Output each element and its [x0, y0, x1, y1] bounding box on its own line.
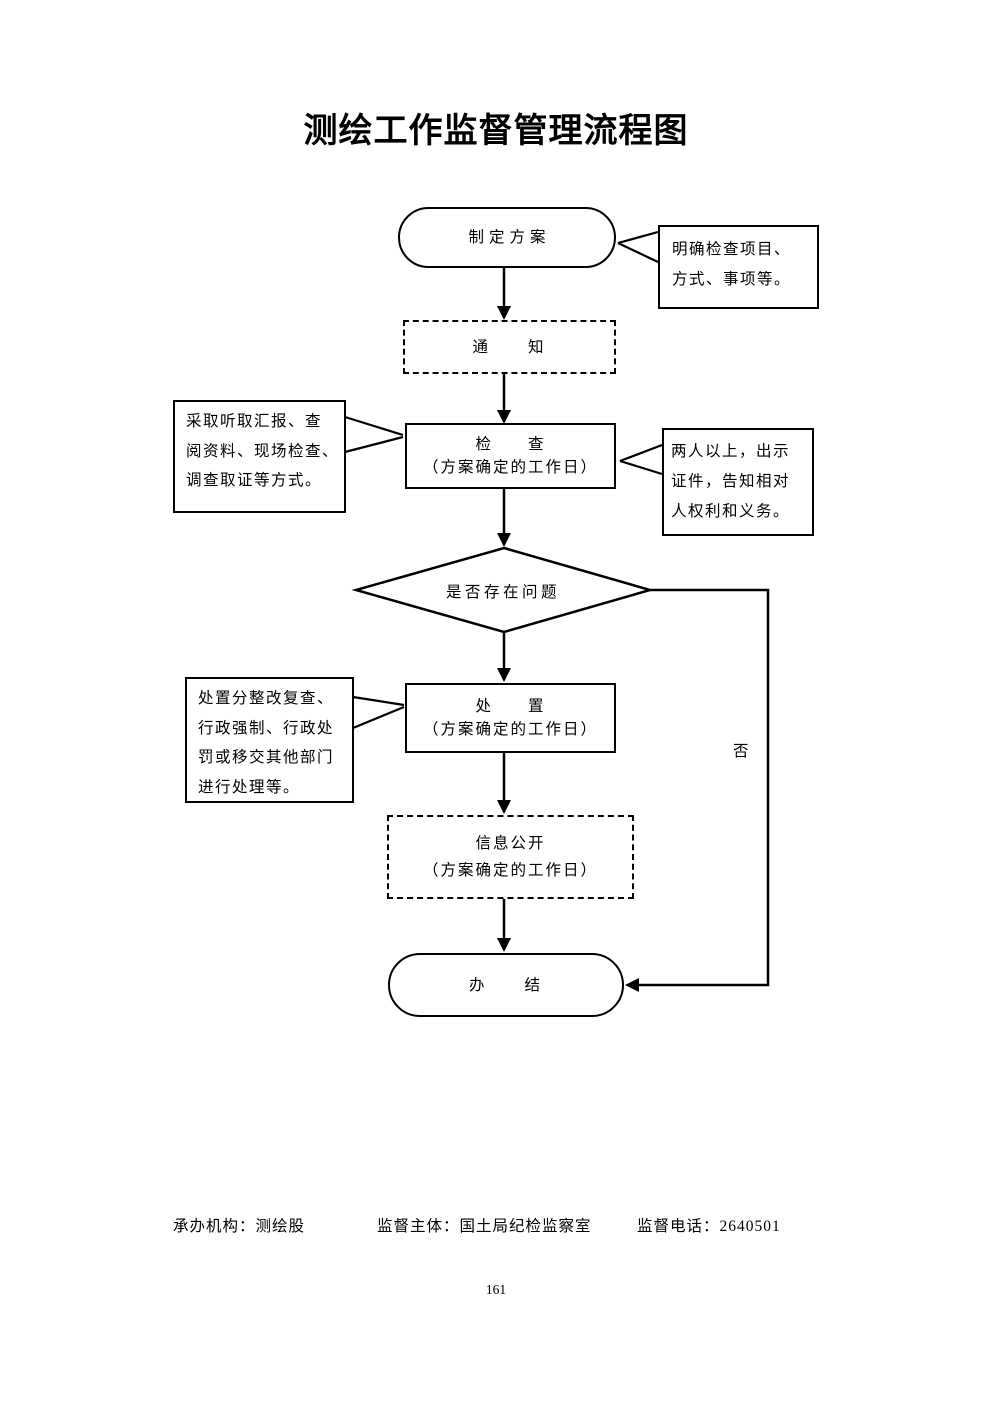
arrowhead-plan-to-notify — [497, 306, 511, 320]
footer-phone: 监督电话：2640501 — [637, 1218, 781, 1235]
callout-dispose-note-line: 行政强制、行政处 — [198, 719, 335, 737]
node-inspect-title: 检 查 — [475, 436, 546, 453]
footer-supervisor: 监督主体：国土局纪检监察室 — [377, 1218, 592, 1235]
callout-wedge-plan-note — [617, 230, 659, 263]
callout-inspect-rule-line: 两人以上，出示 — [671, 443, 791, 460]
callout-wedge-inspect-method — [344, 415, 404, 454]
page-number: 161 — [485, 1282, 507, 1297]
footer-agency: 承办机构：测绘股 — [173, 1218, 306, 1235]
node-notify: 通 知 — [403, 320, 616, 374]
node-dispose-title: 处 置 — [475, 698, 546, 715]
node-finish-label: 办 结 — [468, 976, 543, 994]
callout-dispose-note: 处置分整改复查、 行政强制、行政处 罚或移交其他部门 进行处理等。 — [185, 677, 354, 803]
node-inspect: 检 查 （方案确定的工作日） — [405, 423, 616, 489]
callout-inspect-rule-line: 证件，告知相对 — [671, 473, 791, 490]
arrowhead-dispose-to-publicity — [497, 800, 511, 814]
arrowhead-inspect-to-decision — [497, 533, 511, 547]
node-finish: 办 结 — [388, 953, 624, 1017]
callout-inspect-method-line: 阅资料、现场检查、 — [186, 442, 340, 460]
node-dispose: 处 置 （方案确定的工作日） — [405, 683, 616, 753]
page-title: 测绘工作监督管理流程图 — [303, 113, 689, 150]
no-branch-label: 否 — [733, 743, 749, 760]
callout-inspect-method-line: 调查取证等方式。 — [186, 472, 323, 489]
no-branch-line — [639, 588, 770, 987]
callout-inspect-method-line: 采取听取汇报、查 — [186, 413, 323, 430]
arrowhead-notify-to-inspect — [497, 410, 511, 424]
callout-wedge-inspect-rule — [619, 443, 663, 476]
node-plan: 制定方案 — [398, 207, 616, 268]
arrowhead-publicity-to-finish — [497, 938, 511, 952]
arrowhead-decision-to-dispose — [497, 668, 511, 682]
callout-inspect-method: 采取听取汇报、查 阅资料、现场检查、 调查取证等方式。 — [173, 400, 346, 513]
callout-plan-note-line: 明确检查项目、 — [672, 241, 792, 258]
callout-dispose-note-line: 罚或移交其他部门 — [198, 749, 335, 766]
node-decision-label: 是否存在问题 — [445, 584, 560, 601]
node-plan-label: 制定方案 — [468, 229, 551, 246]
node-inspect-subtitle: （方案确定的工作日） — [422, 459, 598, 476]
callout-inspect-rule: 两人以上，出示 证件，告知相对 人权利和义务。 — [662, 428, 814, 536]
node-dispose-subtitle: （方案确定的工作日） — [422, 721, 598, 738]
arrowhead-no-branch-to-finish — [625, 978, 639, 992]
callout-inspect-rule-line: 人权利和义务。 — [671, 503, 791, 520]
node-publicity-title: 信息公开 — [475, 835, 546, 852]
callout-plan-note-line: 方式、事项等。 — [672, 271, 792, 288]
callout-dispose-note-line: 进行处理等。 — [198, 778, 301, 796]
callout-plan-note: 明确检查项目、 方式、事项等。 — [658, 225, 819, 309]
node-publicity: 信息公开 （方案确定的工作日） — [387, 815, 634, 899]
callout-wedge-dispose-note — [352, 695, 405, 730]
callout-dispose-note-line: 处置分整改复查、 — [198, 690, 335, 707]
node-publicity-subtitle: （方案确定的工作日） — [422, 862, 598, 879]
node-notify-label: 通 知 — [472, 338, 547, 356]
